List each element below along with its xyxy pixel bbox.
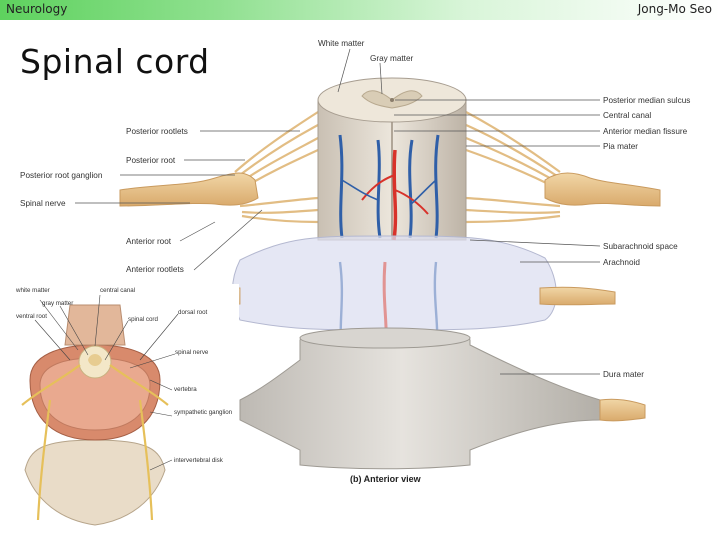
label-white-matter: White matter	[318, 39, 365, 48]
inset-label-vertebra: vertebra	[174, 386, 197, 393]
inset-label-sympathetic-ganglion: sympathetic ganglion	[174, 409, 233, 416]
label-gray-matter: Gray matter	[370, 54, 413, 63]
inset-label-white-matter: white matter	[15, 287, 50, 294]
label-posterior-root-ganglion: Posterior root ganglion	[20, 171, 103, 180]
inset-label-dorsal-root: dorsal root	[178, 309, 208, 316]
inset-label-gray-matter: gray matter	[42, 300, 73, 307]
spinal-cord-segment	[317, 77, 467, 241]
figure-caption: (b) Anterior view	[350, 474, 422, 484]
label-arachnoid: Arachnoid	[603, 258, 640, 267]
label-posterior-rootlets: Posterior rootlets	[126, 127, 188, 136]
right-leader-lines	[394, 99, 601, 375]
label-central-canal: Central canal	[603, 111, 651, 120]
label-subarachnoid-space: Subarachnoid space	[603, 242, 678, 251]
right-rootlets	[465, 111, 561, 224]
left-rootlets	[234, 111, 319, 224]
header-bar	[0, 0, 720, 20]
slide-title: Spinal cord	[20, 42, 210, 81]
dura-mater-layer	[239, 332, 601, 470]
course-title: Neurology	[6, 2, 68, 16]
inset-label-spinal-nerve: spinal nerve	[175, 349, 209, 356]
label-anterior-rootlets: Anterior rootlets	[126, 265, 184, 274]
author-name: Jong-Mo Seo	[637, 2, 712, 16]
label-spinal-nerve: Spinal nerve	[20, 199, 66, 208]
label-posterior-median-sulcus: Posterior median sulcus	[603, 96, 690, 105]
arachnoid-layer	[232, 235, 557, 331]
label-anterior-median-fissure: Anterior median fissure	[603, 127, 688, 136]
vertebra-inset-figure: white matter gray matter ventral root ce…	[14, 284, 239, 536]
label-posterior-root: Posterior root	[126, 156, 176, 165]
inset-label-intervertebral-disk: intervertebral disk	[174, 457, 224, 464]
right-spinal-nerve	[544, 172, 661, 207]
label-anterior-root: Anterior root	[126, 237, 172, 246]
inset-label-central-canal: central canal	[100, 287, 135, 294]
left-leader-lines	[75, 48, 383, 271]
left-spinal-nerve	[119, 172, 259, 207]
inset-label-ventral-root: ventral root	[16, 313, 47, 320]
inset-label-spinal-cord: spinal cord	[128, 316, 158, 323]
label-dura-mater: Dura mater	[603, 370, 644, 379]
label-pia-mater: Pia mater	[603, 142, 638, 151]
